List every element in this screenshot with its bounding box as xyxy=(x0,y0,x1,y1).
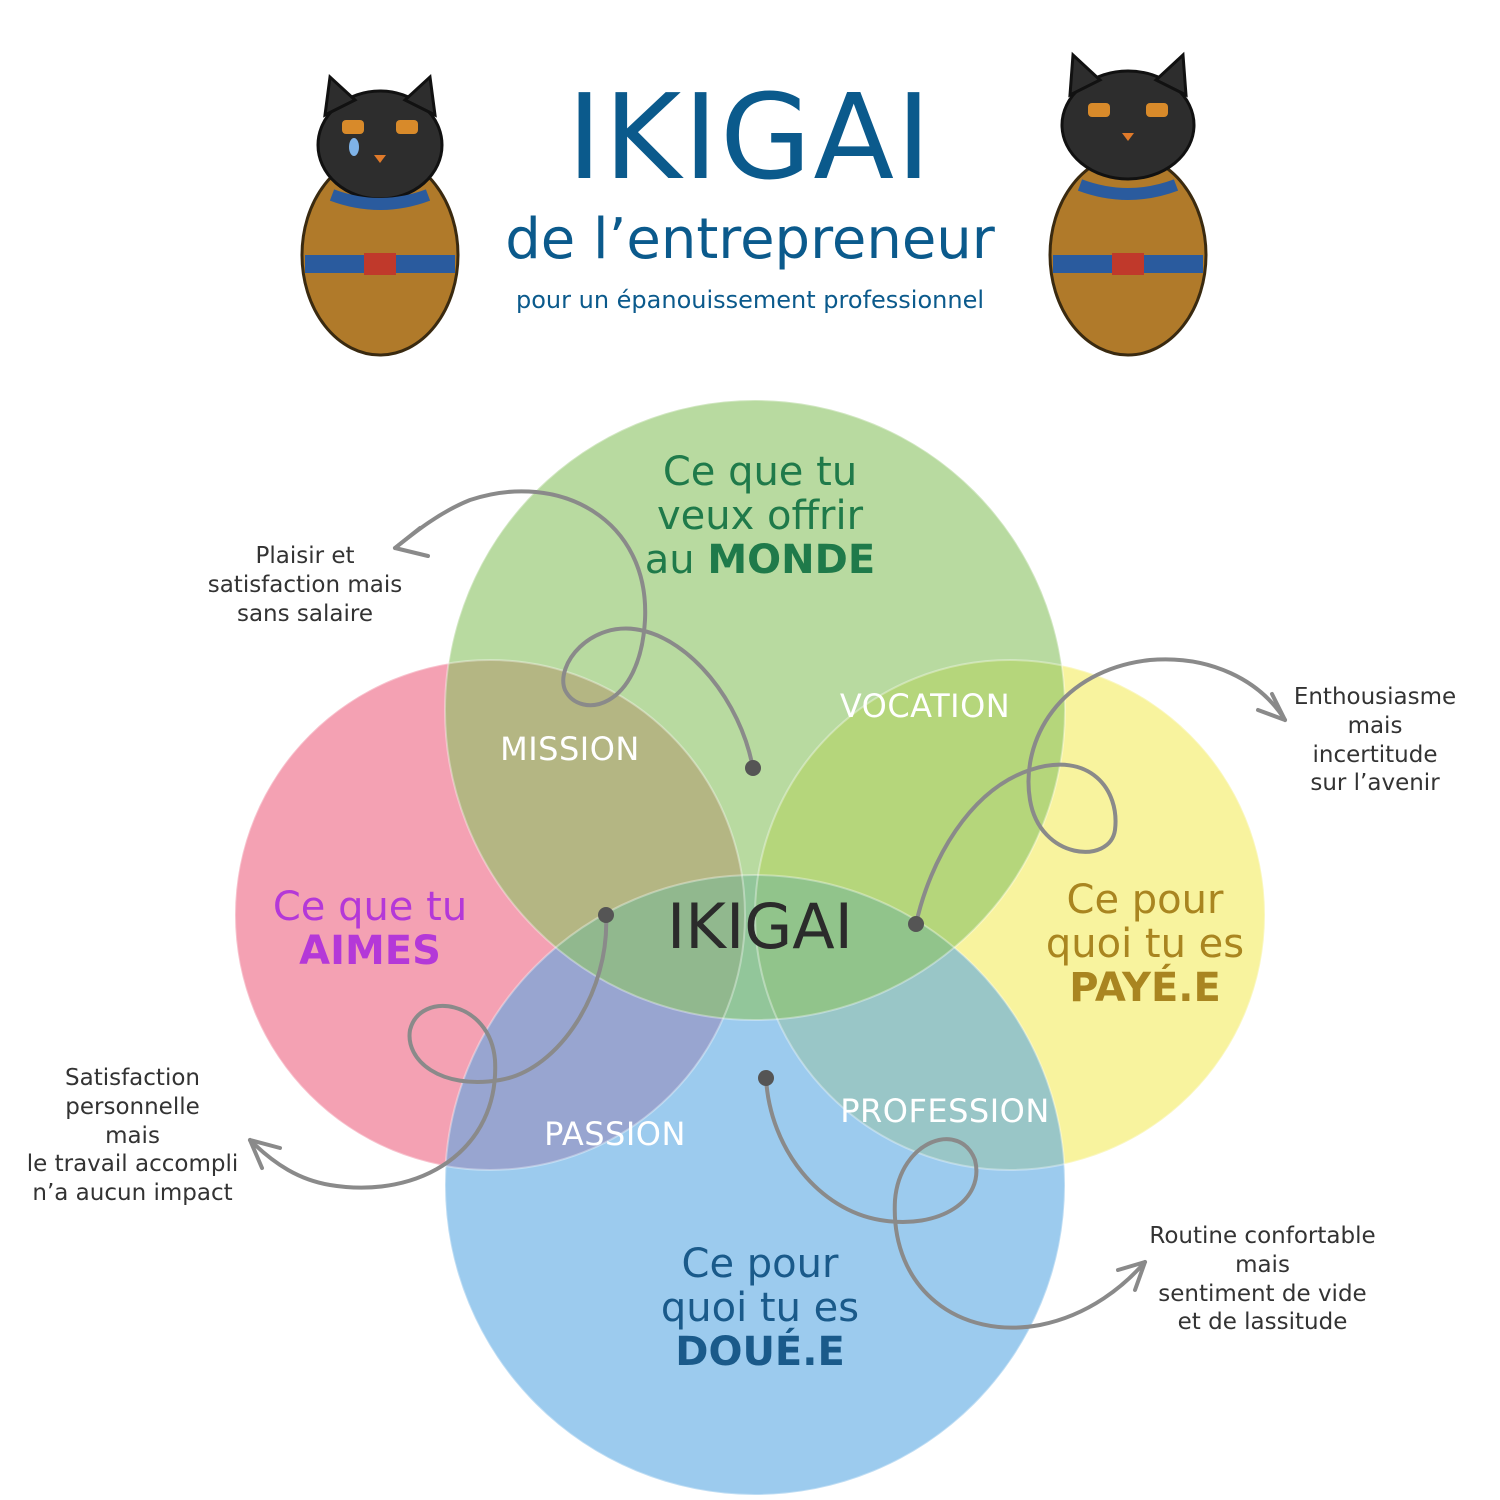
arrow-profession-head xyxy=(1116,1260,1147,1292)
venn-circles xyxy=(234,399,1266,1496)
overlap-passion: PASSION xyxy=(544,1115,686,1153)
note-vocation-line: sur l’avenir xyxy=(1310,770,1440,797)
dot-vocation xyxy=(908,916,924,932)
circle-monde-prefix: au xyxy=(644,537,708,583)
arrow-vocation-head xyxy=(1256,692,1287,722)
overlap-vocation: VOCATION xyxy=(839,687,1011,725)
note-passion-line: mais xyxy=(105,1122,160,1149)
note-profession-line: sentiment de vide xyxy=(1158,1280,1367,1307)
circle-doue-line2: quoi tu es xyxy=(660,1285,860,1331)
note-profession-line: mais xyxy=(1235,1251,1290,1278)
circle-doue xyxy=(445,875,1065,1495)
ikigai-center-label: IKIGAI xyxy=(667,890,853,963)
note-passion-line: le travail accompli xyxy=(26,1151,239,1178)
circle-paye-label: Ce pour quoi tu es PAYÉ.E xyxy=(1010,878,1280,1010)
dot-mission xyxy=(745,760,761,776)
note-passion-line: Satisfaction xyxy=(65,1065,200,1091)
note-passion-line: n’a aucun impact xyxy=(32,1180,233,1206)
page-title: IKIGAI xyxy=(567,68,933,206)
circle-paye-line2: quoi tu es xyxy=(1045,921,1245,967)
note-mission-line: Plaisir et xyxy=(255,543,355,569)
dot-passion xyxy=(598,907,614,923)
overlap-profession: PROFESSION xyxy=(840,1092,1050,1130)
circle-paye-line1: Ce pour xyxy=(1066,877,1224,923)
circle-monde-line1: Ce que tu xyxy=(662,449,858,495)
overlap-mission: MISSION xyxy=(500,730,640,768)
crying-cat-icon xyxy=(300,73,460,357)
circle-doue-line1: Ce pour xyxy=(681,1241,839,1287)
circle-monde xyxy=(445,400,1065,1020)
circle-aimes-label: Ce que tu AIMES xyxy=(230,885,510,973)
note-vocation-line: incertitude xyxy=(1312,741,1438,768)
arrow-mission-head xyxy=(393,526,430,558)
note-mission-line: satisfaction mais xyxy=(207,571,403,598)
circle-paye-keyword: PAYÉ.E xyxy=(1069,965,1221,1011)
circle-monde-line3: au MONDE xyxy=(580,538,940,582)
circle-monde-keyword: MONDE xyxy=(707,537,876,583)
arrow-mission xyxy=(393,489,755,770)
note-vocation-line: Enthousiasme xyxy=(1293,684,1457,710)
dot-profession xyxy=(758,1070,774,1086)
circle-doue-label: Ce pour quoi tu es DOUÉ.E xyxy=(620,1242,900,1374)
note-profession-line: Routine confortable xyxy=(1149,1223,1376,1249)
circle-aimes-line1: Ce que tu xyxy=(272,884,468,930)
happy-cat-icon xyxy=(1048,51,1208,357)
page-subtitle: de l’entrepreneur xyxy=(505,207,995,272)
note-passion: Satisfaction personnelle mais le travail… xyxy=(5,1064,260,1208)
note-mission: Plaisir et satisfaction mais sans salair… xyxy=(175,542,435,628)
note-mission-line: sans salaire xyxy=(236,600,373,627)
arrow-profession xyxy=(764,1076,1147,1330)
circle-aimes-keyword: AIMES xyxy=(299,928,441,974)
circle-doue-keyword: DOUÉ.E xyxy=(675,1329,845,1375)
note-connectors xyxy=(248,489,1287,1330)
arrow-vocation xyxy=(914,657,1287,926)
page-tagline: pour un épanouissement professionnel xyxy=(515,286,984,314)
note-vocation: Enthousiasme mais incertitude sur l’aven… xyxy=(1265,683,1485,798)
circle-monde-line2: veux offrir xyxy=(656,493,864,539)
circle-monde-label: Ce que tu veux offrir au MONDE xyxy=(580,450,940,582)
note-vocation-line: mais xyxy=(1347,712,1403,739)
arrow-passion-head xyxy=(248,1138,282,1170)
arrow-passion xyxy=(248,913,609,1190)
note-profession: Routine confortable mais sentiment de vi… xyxy=(1125,1222,1400,1337)
note-passion-line: personnelle xyxy=(65,1093,200,1120)
note-profession-line: et de lassitude xyxy=(1177,1309,1348,1336)
